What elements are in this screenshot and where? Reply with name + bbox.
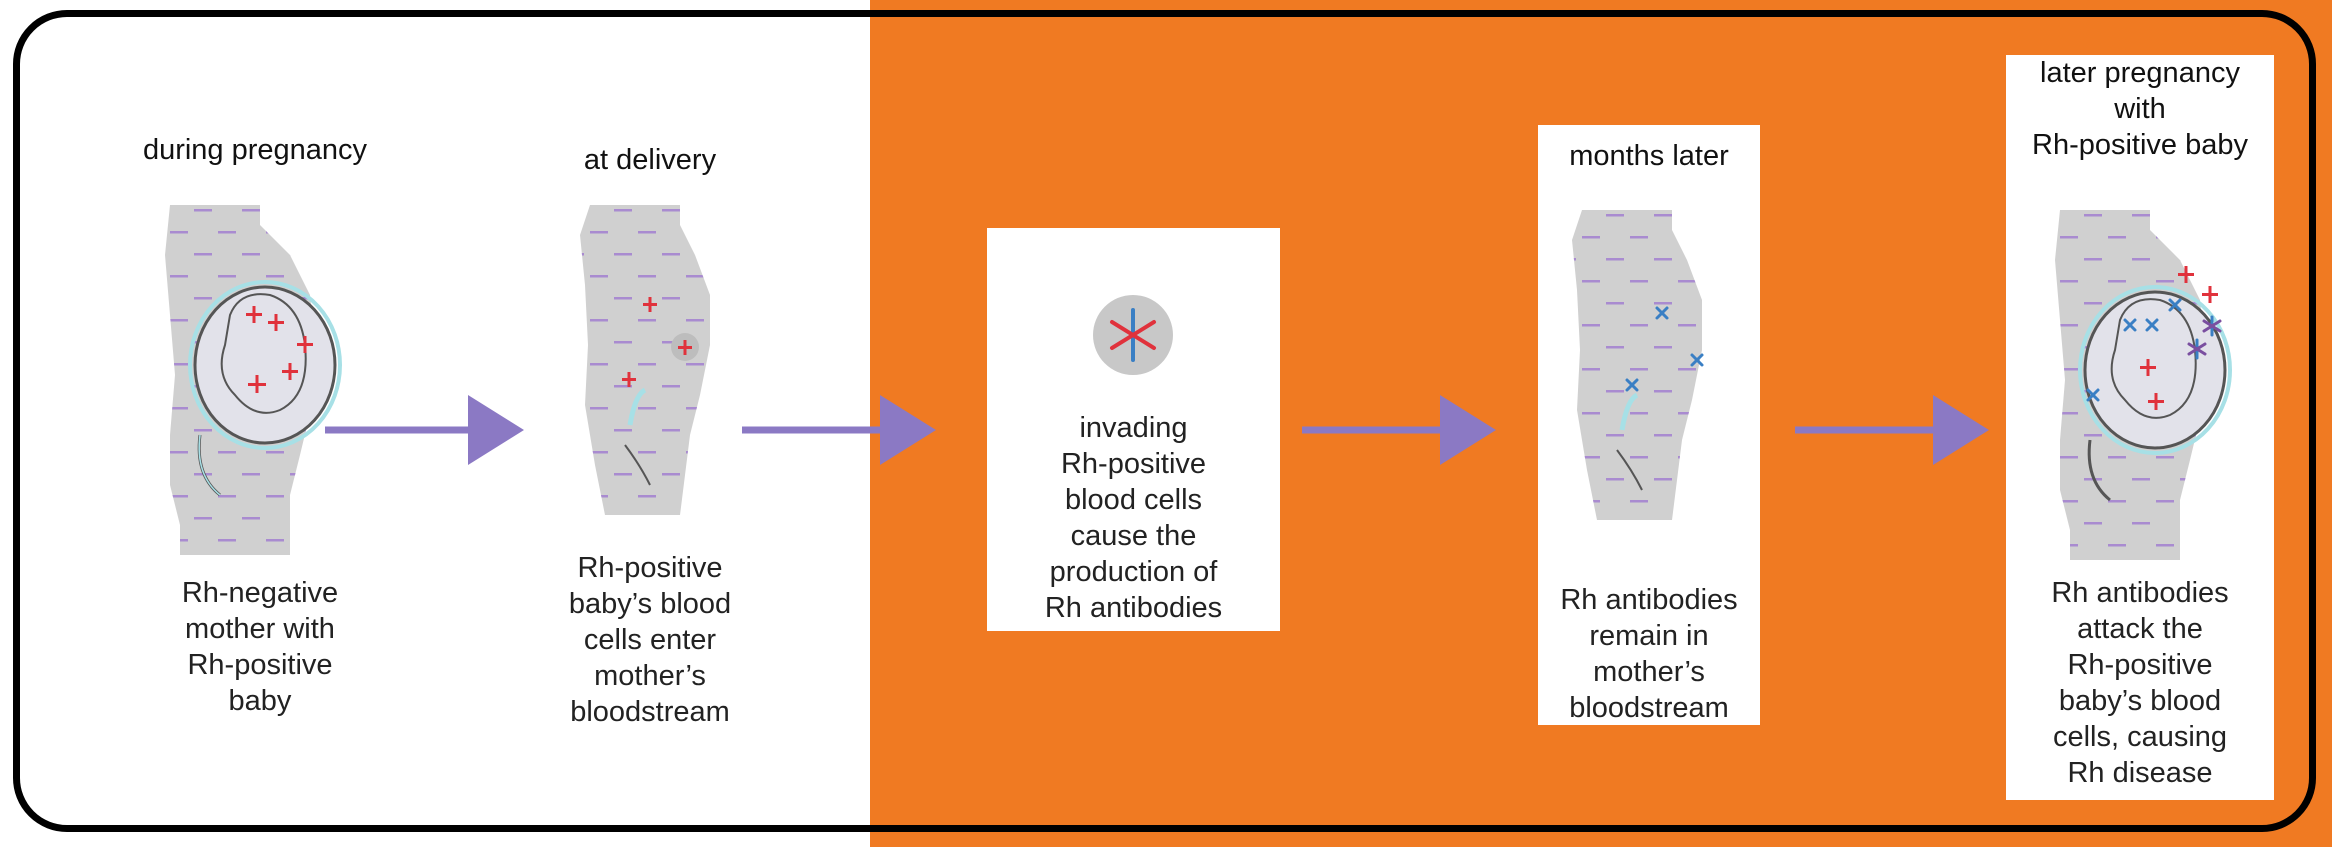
step4-caption-line1: Rh antibodies <box>1560 584 1738 616</box>
step4-mother-figure <box>1572 210 1704 520</box>
step3-caption-line1: invading <box>1079 412 1188 444</box>
step5-heading-line1: later pregnancy <box>2040 57 2240 89</box>
step2-caption-line1: Rh-positive <box>577 552 723 584</box>
step3-caption-line4: cause the <box>1070 520 1197 552</box>
step5-caption-line1: Rh antibodies <box>2051 577 2229 609</box>
step2-caption-line4: mother’s <box>594 660 706 692</box>
step3-caption-line3: blood cells <box>1064 484 1203 516</box>
step5-caption-line6: Rh disease <box>2067 757 2213 789</box>
step1-caption-line1: Rh-negative <box>181 577 339 609</box>
step1-heading: during pregnancy <box>142 134 368 166</box>
background-left <box>0 0 870 847</box>
step5-mother-figure <box>2055 210 2232 560</box>
step4-caption-line3: mother’s <box>1593 656 1705 688</box>
step4-heading: months later <box>1569 140 1729 172</box>
asterisk-cell-figure <box>1093 295 1173 375</box>
step2-mother-figure <box>580 205 710 515</box>
step5-caption-line4: baby’s blood <box>2058 685 2222 717</box>
step3-caption-line6: Rh antibodies <box>1044 592 1223 624</box>
step4-caption-line2: remain in <box>1589 620 1709 652</box>
step1-mother-figure <box>165 205 342 555</box>
step5-heading: later pregnancy with Rh-positive baby <box>2006 55 2274 163</box>
step1-caption-line3: Rh-positive <box>187 649 333 681</box>
step1-caption: Rh-negative mother with Rh-positive baby <box>110 575 410 719</box>
womb <box>193 285 337 445</box>
step1-caption-line2: mother with <box>185 613 335 645</box>
step2-caption-line3: cells enter <box>583 624 717 656</box>
step5-heading-line2: with <box>2114 93 2166 125</box>
step3-caption: invading Rh-positive blood cells cause t… <box>987 410 1280 626</box>
step4-caption: Rh antibodies remain in mother’s bloodst… <box>1538 582 1760 726</box>
step3-caption-line2: Rh-positive <box>1060 448 1207 480</box>
step2-caption: Rh-positive baby’s blood cells enter mot… <box>505 550 795 730</box>
step2-caption-line5: bloodstream <box>570 696 730 728</box>
step2-heading: at delivery <box>583 144 717 176</box>
step3-caption-line5: production of <box>1049 556 1218 588</box>
step5-caption-line3: Rh-positive <box>2067 649 2213 681</box>
step2-caption-line2: baby’s blood <box>568 588 732 620</box>
step4-caption-line4: bloodstream <box>1569 692 1729 724</box>
step1-caption-line4: baby <box>228 685 292 717</box>
step5-heading-line3: Rh-positive baby <box>2032 129 2248 161</box>
step5-caption-line2: attack the <box>2077 613 2203 645</box>
step5-caption: Rh antibodies attack the Rh-positive bab… <box>2006 575 2274 791</box>
step5-caption-line5: cells, causing <box>2052 721 2228 753</box>
